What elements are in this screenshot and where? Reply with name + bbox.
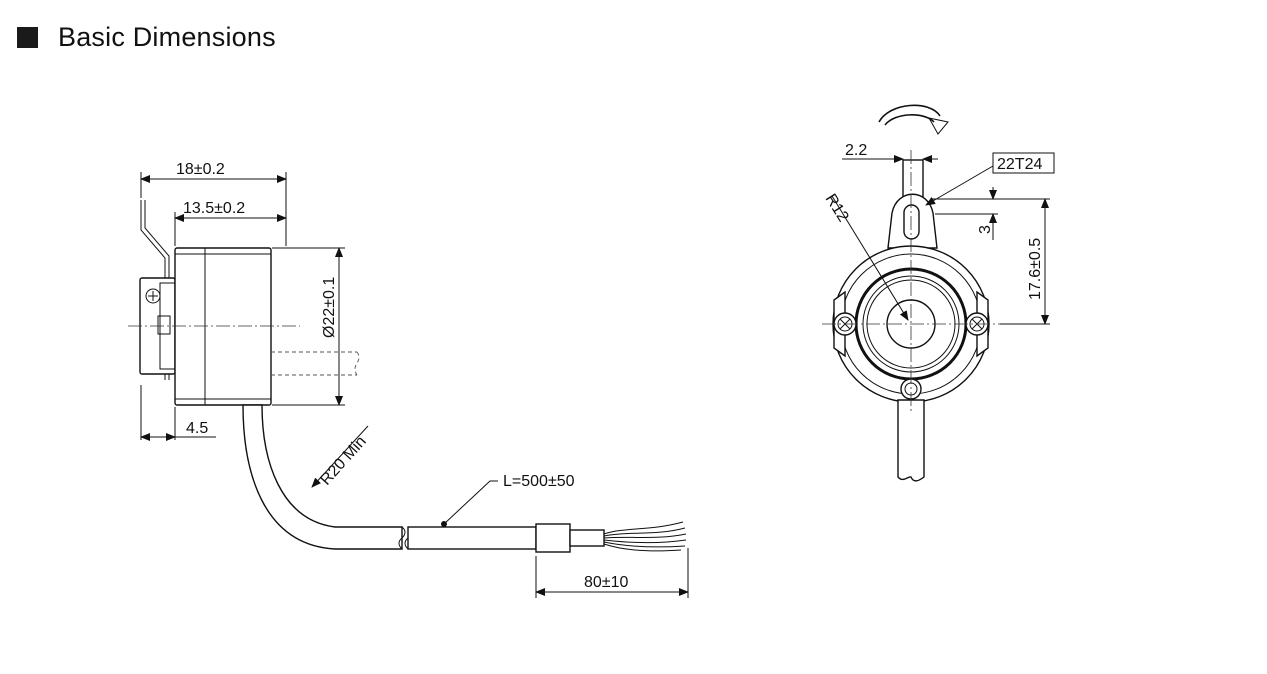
dim-bend-radius: R20 Min xyxy=(317,433,369,489)
rotation-arrow-icon xyxy=(878,104,941,123)
section-header: Basic Dimensions xyxy=(17,21,276,53)
dim-cable-length: L=500±50 xyxy=(503,473,575,490)
leader-line xyxy=(443,480,498,525)
shield-sleeve xyxy=(569,529,605,547)
wire-bundle xyxy=(603,521,687,552)
cable-exit xyxy=(897,399,925,482)
dim-tag: 22T24 xyxy=(997,156,1042,173)
cable-straight xyxy=(407,526,537,550)
page-title: Basic Dimensions xyxy=(58,21,276,52)
dim-height: 17.6±0.5 xyxy=(1027,238,1044,300)
dim-body-length: 13.5±0.2 xyxy=(183,200,245,217)
tag-box xyxy=(992,152,1055,174)
dim-slot-offset: 2.2 xyxy=(845,142,867,159)
radius-leader xyxy=(831,195,909,321)
dim-flange: 4.5 xyxy=(186,420,208,437)
encoder-body xyxy=(174,247,272,406)
cable-ferrule xyxy=(535,523,571,553)
shaft-outline xyxy=(271,351,360,376)
dim-slot-height: 3 xyxy=(977,225,994,234)
front-view: 2.2 R12 22T24 3 17.6±0.5 xyxy=(822,104,1055,482)
bullet-square-icon xyxy=(17,26,38,48)
dim-overall-length: 18±0.2 xyxy=(176,161,225,178)
dim-strip-length: 80±10 xyxy=(584,574,628,591)
dim-diameter: Ø22±0.1 xyxy=(321,277,338,338)
side-view: 18±0.2 13.5±0.2 Ø22±0.1 4.5 xyxy=(128,161,689,598)
screw-icon xyxy=(145,288,161,304)
